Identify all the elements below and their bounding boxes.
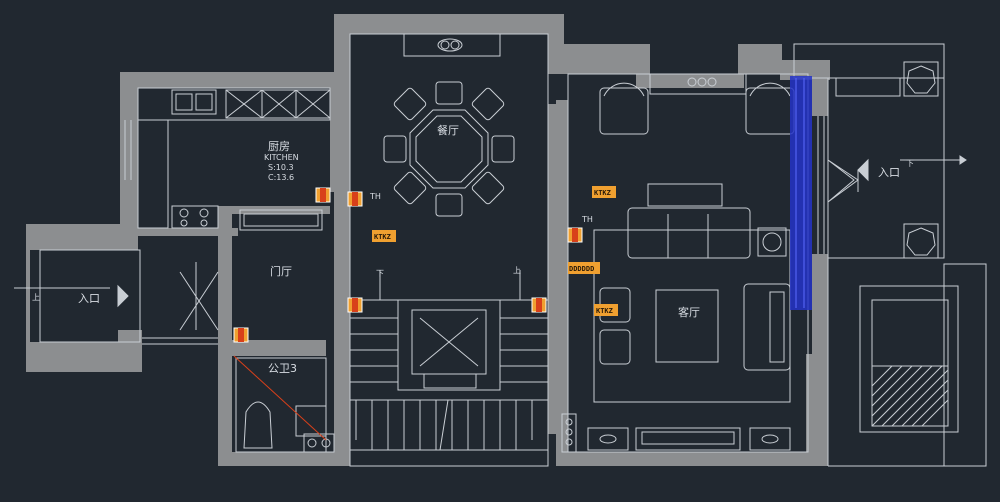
red-diagonal [233,355,327,441]
th-mark-2: TH [581,215,593,224]
entry-left-stair: 上 [32,293,40,302]
kitchen-label-en: KITCHEN [264,153,299,162]
arrows [14,155,967,308]
entry-right-stair: 下 [906,159,914,168]
kitchen-area: S:10.3 [268,163,294,172]
entry-left-label: 入口 [78,292,100,305]
kitchen-perimeter: C:13.6 [268,173,294,182]
foyer-label: 门厅 [270,264,292,278]
entry-right-label: 入口 [878,166,900,179]
walls [26,14,830,466]
kitchen-label: 厨房 [268,140,290,153]
stair-treads [350,317,548,451]
bathroom-label: 公卫3 [268,362,297,375]
living-label: 客厅 [678,305,700,319]
th-mark-1: TH [369,192,381,201]
tag-4: DDDDDD [569,265,594,273]
blue-conduit [790,76,812,310]
dining-label: 餐厅 [437,123,459,137]
tag-2: KTKZ [374,233,391,241]
tags: KTKZ KTKZ KTKZ DDDDDD [372,186,618,316]
device-markers [233,187,583,343]
down-mark: 下 [376,269,384,278]
up-mark: 上 [513,266,521,275]
tag-1: KTKZ [594,189,611,197]
linework [39,33,987,467]
tag-3: KTKZ [596,307,613,315]
labels: 厨房 KITCHEN S:10.3 C:13.6 餐厅 门厅 公卫3 客厅 入口… [32,123,914,375]
